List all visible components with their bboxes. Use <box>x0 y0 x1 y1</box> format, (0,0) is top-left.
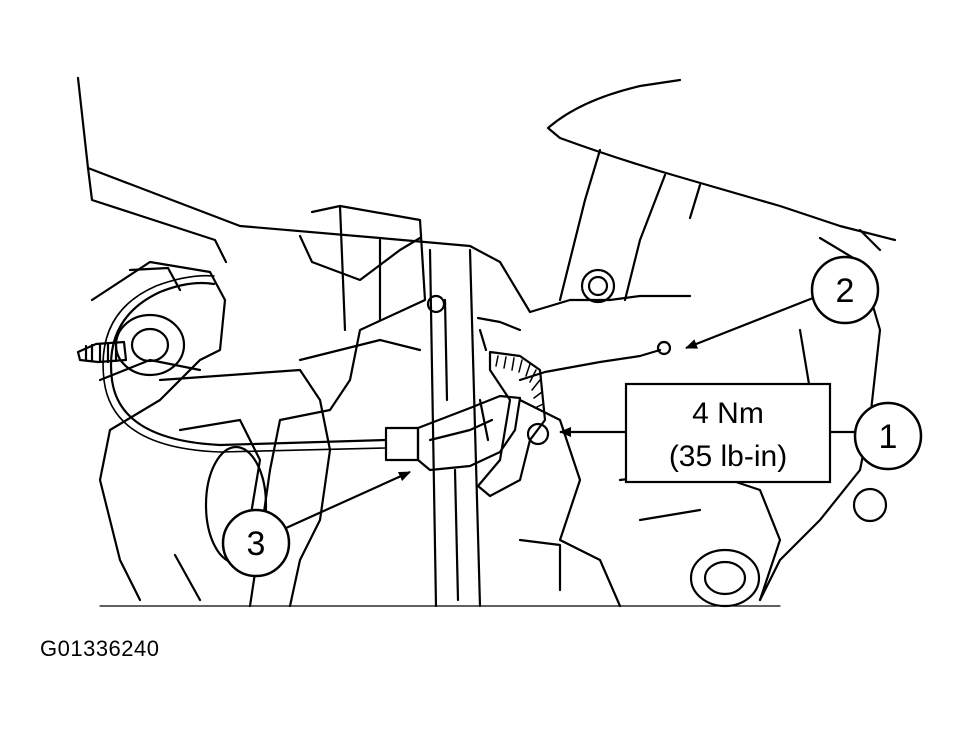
lower-socket <box>689 548 761 608</box>
left-mount <box>90 260 227 602</box>
callout-2: 2 <box>685 255 880 350</box>
right-bolt-hole-inner <box>587 275 609 297</box>
switch-clip-detail <box>428 398 494 442</box>
line-art <box>76 76 897 608</box>
right-bolt-hole <box>580 268 616 304</box>
callout-2-leader <box>685 296 814 350</box>
lower-right-block <box>618 468 782 602</box>
torque-spec-box <box>624 382 832 484</box>
callout-3-circle <box>221 508 291 578</box>
lower-right-housing <box>518 398 622 608</box>
switch-clip <box>416 394 522 472</box>
connector-lead <box>518 348 662 382</box>
cable-fitting <box>384 426 420 462</box>
torque-imperial: (35 lb-in) <box>669 440 787 473</box>
center-bracket-edge <box>298 204 422 362</box>
center-bracket <box>248 204 427 608</box>
callout-1: 4 Nm (35 lb-in) 1 <box>559 382 923 484</box>
callout-2-circle <box>810 255 880 325</box>
gear-actuator <box>476 350 547 498</box>
torque-metric: 4 Nm <box>692 397 764 430</box>
column-tube-detail <box>443 298 460 602</box>
upper-housing-edge <box>86 166 422 282</box>
switch-cable-inner <box>102 274 387 453</box>
column-shroud-lower <box>558 148 882 302</box>
mounting-screw <box>526 422 550 446</box>
upper-bracket <box>476 316 522 352</box>
upper-housing <box>76 76 692 314</box>
upper-small-bolt <box>426 294 446 314</box>
switch-cable-outer <box>109 281 388 447</box>
left-grommet <box>114 313 186 377</box>
column-shroud <box>546 78 897 242</box>
connector-terminal <box>656 340 672 356</box>
stud-threads <box>84 341 118 364</box>
callout-3-number: 3 <box>247 525 266 563</box>
callout-3-leader <box>285 470 411 530</box>
figure-id-label: G01336240 <box>40 636 160 661</box>
lower-socket-inner <box>703 560 747 596</box>
callout-1-number: 1 <box>879 418 898 456</box>
callout-1-circle <box>853 401 923 471</box>
left-grommet-inner <box>130 327 170 363</box>
column-tube-left <box>428 248 438 608</box>
callout-3: 3 <box>221 470 411 578</box>
callout-2-number: 2 <box>836 272 855 310</box>
lower-right-hole <box>852 487 888 523</box>
threaded-stud <box>76 340 128 364</box>
